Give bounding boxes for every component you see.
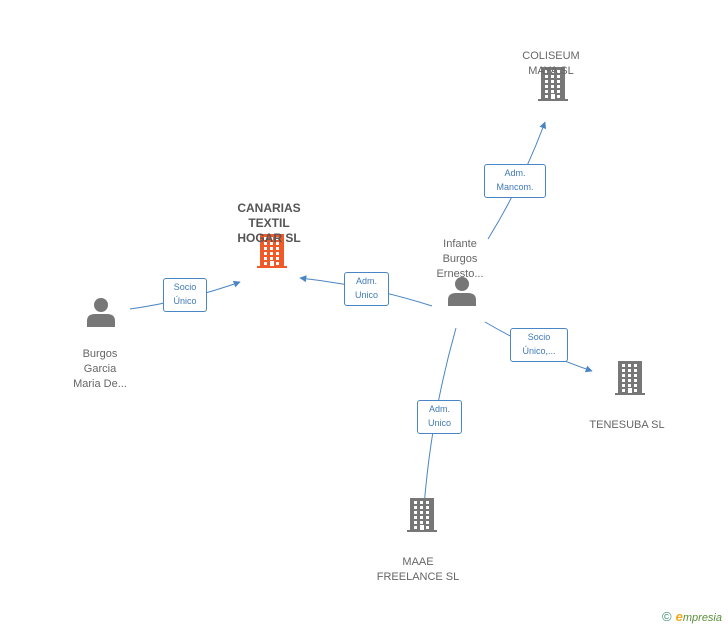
footer-brand: © empresia <box>662 609 722 624</box>
copyright-symbol: © <box>662 609 672 624</box>
node-label-tenesuba[interactable]: TENESUBA SL <box>589 419 665 431</box>
edge-label-infante-coliseum: Adm. Mancom. <box>484 164 546 198</box>
node-label-coliseum[interactable]: COLISEUM MAYA SL <box>522 50 580 77</box>
node-label-maae[interactable]: MAAE FREELANCE SL <box>376 556 460 583</box>
building-icon-coliseum[interactable] <box>538 67 568 101</box>
person-icon-burgos[interactable] <box>87 298 115 327</box>
edge-label-burgos-canarias: Socio Único <box>163 278 207 312</box>
brand-logo: empresia <box>675 609 722 624</box>
node-label-burgos[interactable]: Burgos Garcia Maria De... <box>73 348 127 390</box>
edge-label-infante-tenesuba: Socio Único,... <box>510 328 568 362</box>
person-icon-infante[interactable] <box>448 277 476 306</box>
building-icon-canarias[interactable] <box>257 234 287 268</box>
building-icon-tenesuba[interactable] <box>615 361 645 395</box>
edge-label-infante-maae: Adm. Unico <box>417 400 462 434</box>
node-label-canarias[interactable]: CANARIAS TEXTIL HOGAR SL <box>237 201 301 245</box>
node-label-infante[interactable]: Infante Burgos Ernesto... <box>436 238 484 280</box>
edge-label-infante-canarias: Adm. Unico <box>344 272 389 306</box>
building-icon-maae[interactable] <box>407 498 437 532</box>
